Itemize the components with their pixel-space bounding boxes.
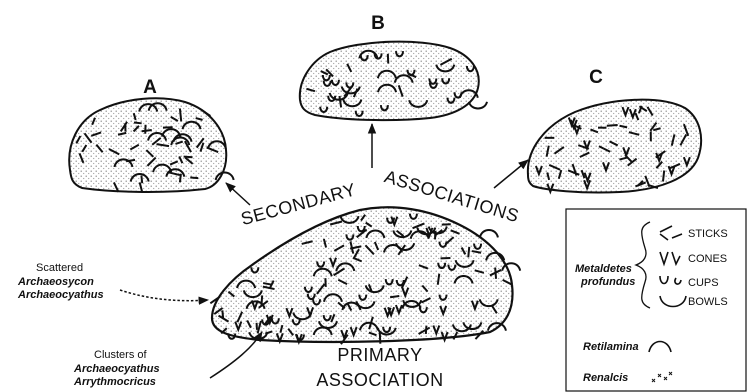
arrow-to-c [494,160,528,188]
fossil-mark [142,130,152,131]
fossil-mark [190,177,198,178]
legend-cones-label: CONES [688,253,727,265]
primary-mound [210,207,520,344]
scattered-taxon-2: Archaeocyathus [17,289,104,301]
fossil-mark [480,230,498,238]
mound-a [69,98,233,192]
clusters-annotation: Clusters of Archaeocyathus Arrythmocricu… [73,349,160,388]
fossil-mark [663,171,664,182]
scattered-heading: Scattered [36,262,83,274]
legend-cups-label: CUPS [688,277,719,289]
legend-renalcis-label: Renalcis [583,372,628,384]
legend-bowls-label: BOWLS [688,296,728,308]
label-b: B [371,13,385,34]
legend-taxon-line1: Metaldetes [575,263,632,275]
legend-taxon-line2: profundus [580,276,635,288]
label-c: C [589,67,603,88]
scattered-taxon-1: Archaeosycon [17,276,94,288]
fossil-mark [468,247,469,257]
fossil-mark [180,174,181,183]
fossil-mark [469,102,487,109]
fossil-mark [141,176,142,184]
fossil-mark [426,326,427,334]
fossil-mark [184,157,193,158]
label-a: A [143,77,157,98]
fossil-mark [390,296,399,297]
fossil-mark [607,125,618,126]
clusters-taxon-2: Arrythmocricus [73,376,156,388]
primary-caption-line2: ASSOCIATION [316,370,443,390]
scattered-annotation: Scattered Archaeosycon Archaeocyathus [17,262,104,301]
fossil-mark [180,109,181,122]
clusters-taxon-1: Archaeocyathus [73,363,160,375]
primary-caption-line1: PRIMARY [337,345,422,365]
legend-retilamina-label: Retilamina [583,341,639,353]
legend: Metaldetes profundus [566,209,746,391]
fossil-mark [134,123,142,124]
mound-c [528,100,701,193]
arrow-to-a [226,183,250,205]
clusters-heading: Clusters of [94,349,148,361]
fossil-mark [261,295,262,305]
arrow-scattered [120,290,208,301]
mound-b [300,42,487,121]
legend-sticks-label: STICKS [688,228,728,240]
